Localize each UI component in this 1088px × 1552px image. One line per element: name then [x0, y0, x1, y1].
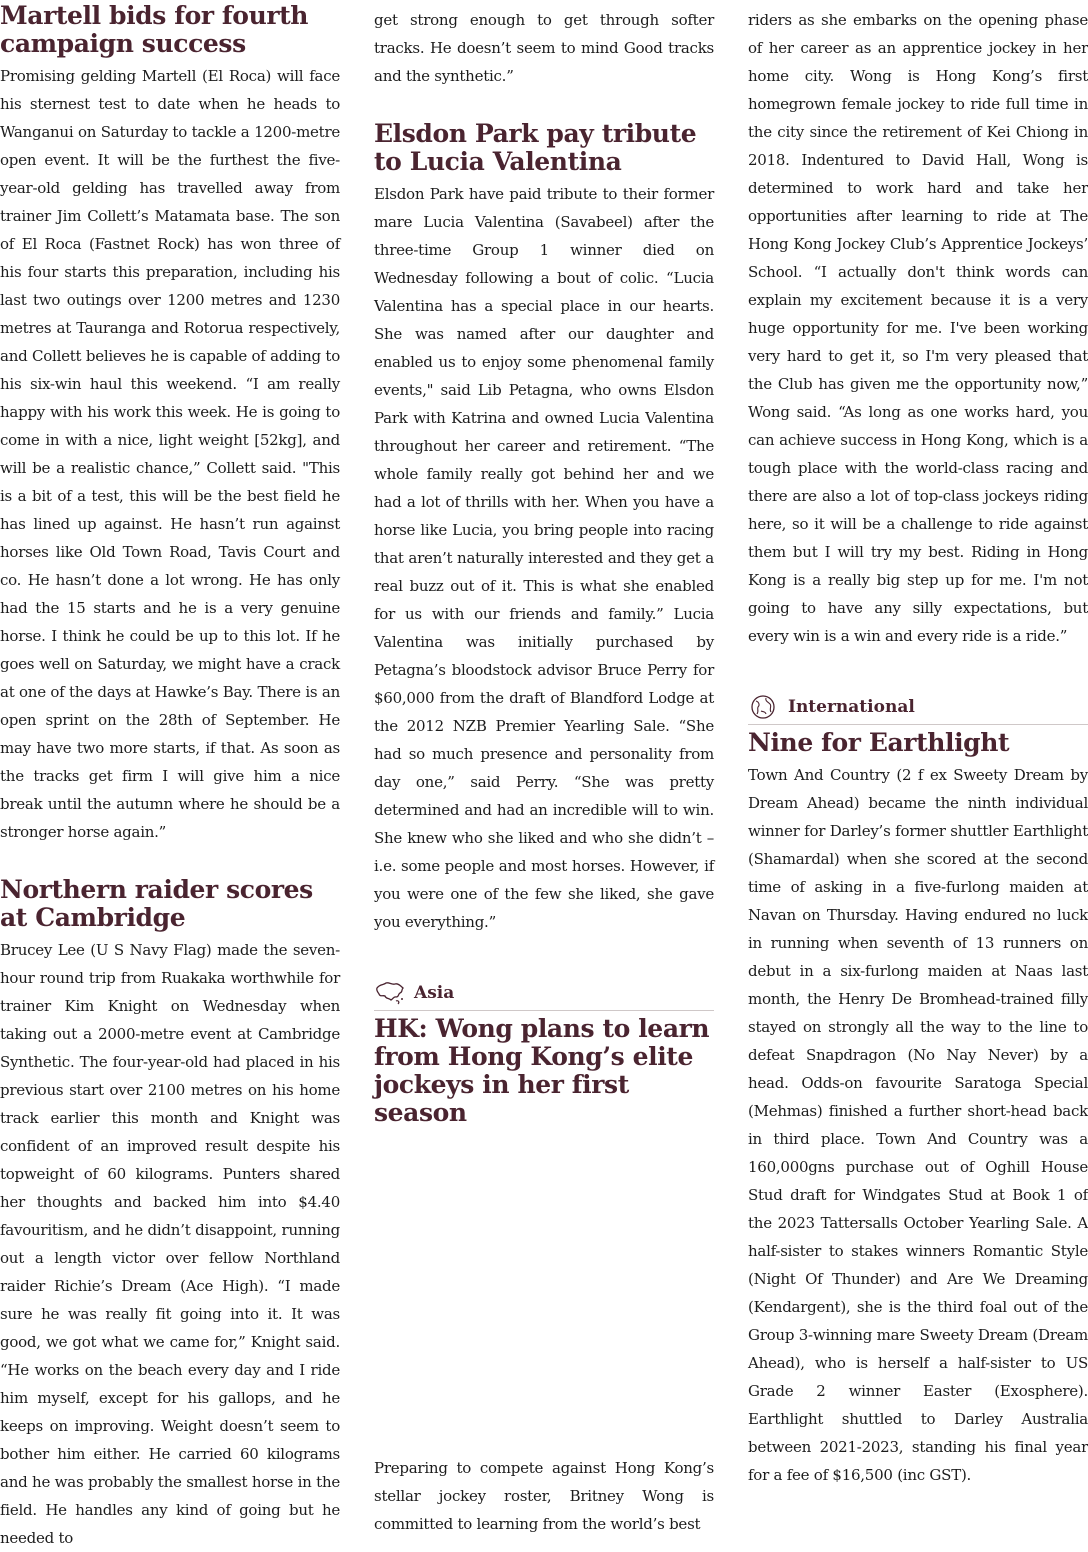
- body-wong: Preparing to compete against Hong Kong’s…: [374, 1459, 714, 1533]
- image-placeholder: [374, 1131, 714, 1454]
- body-earthlight: Town And Country (2 f ex Sweety Dream by…: [748, 766, 1088, 1484]
- headline-wong: HK: Wong plans to learn from Hong Kong’s…: [374, 1014, 710, 1127]
- column-1: Martell bids for fourth campaign success…: [0, 0, 340, 1552]
- section-label-asia: Asia: [414, 983, 455, 1003]
- headline-martell: Martell bids for fourth campaign success: [0, 1, 309, 58]
- headline-earthlight: Nine for Earthlight: [748, 728, 1010, 757]
- body-northern-raider-continued: get strong enough to get through softer …: [374, 11, 714, 85]
- body-wong-continued: riders as she embarks on the opening pha…: [748, 11, 1088, 645]
- globe-icon: [751, 695, 775, 719]
- headline-elsdon-park: Elsdon Park pay tribute to Lucia Valenti…: [374, 119, 697, 176]
- section-header-international: International: [748, 690, 1088, 725]
- body-elsdon-park: Elsdon Park have paid tribute to their f…: [374, 185, 714, 931]
- column-2: get strong enough to get through softer …: [374, 0, 714, 1538]
- section-label-international: International: [788, 697, 915, 717]
- column-3: riders as she embarks on the opening pha…: [748, 0, 1088, 1489]
- section-header-asia: Asia: [374, 976, 714, 1011]
- body-northern-raider: Brucey Lee (U S Navy Flag) made the seve…: [0, 941, 340, 1547]
- body-martell: Promising gelding Martell (El Roca) will…: [0, 67, 340, 841]
- headline-northern-raider: Northern raider scores at Cambridge: [0, 875, 313, 932]
- asia-map-icon: [376, 982, 404, 1005]
